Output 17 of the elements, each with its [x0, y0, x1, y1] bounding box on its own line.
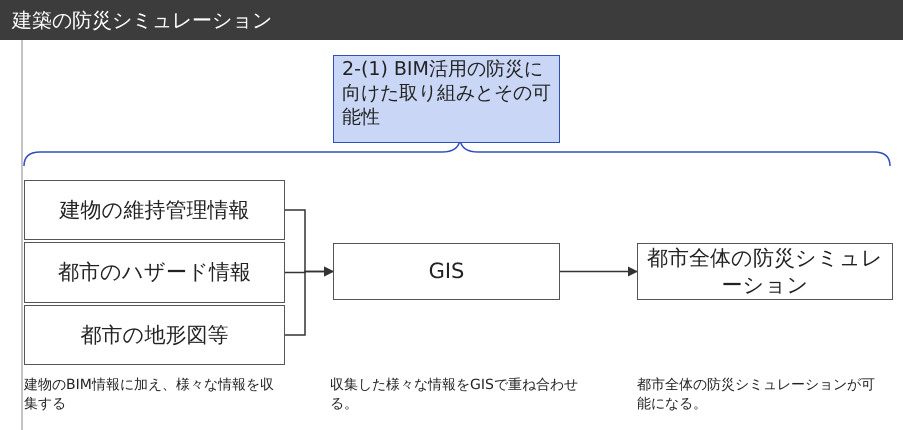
process-box [24, 180, 285, 240]
process-box [24, 242, 285, 303]
process-box [24, 305, 285, 365]
arrow [560, 266, 638, 276]
box-label: 都市全体の防災シミュレーション [646, 245, 884, 298]
description-text: 建物のBIM情報に加え、様々な情報を収集する [24, 376, 275, 414]
heading-box [333, 55, 560, 143]
box-label: 都市の地形図等 [80, 322, 228, 348]
box-label: 2-(1) BIM活用の防災に向けた取り組みとその可能性 [342, 58, 551, 130]
box-label: 都市のハザード情報 [58, 259, 251, 286]
box-label: GIS [428, 258, 464, 285]
description-text: 収集した様々な情報をGISで重ね合わせる。 [330, 376, 579, 414]
description-text: 都市全体の防災シミュレーションが可能になる。 [637, 376, 876, 414]
process-box [333, 243, 560, 300]
title: 建築の防災シミュレーション [12, 7, 272, 34]
arrow [285, 266, 334, 336]
box-label: 建物の維持管理情報 [60, 196, 250, 224]
